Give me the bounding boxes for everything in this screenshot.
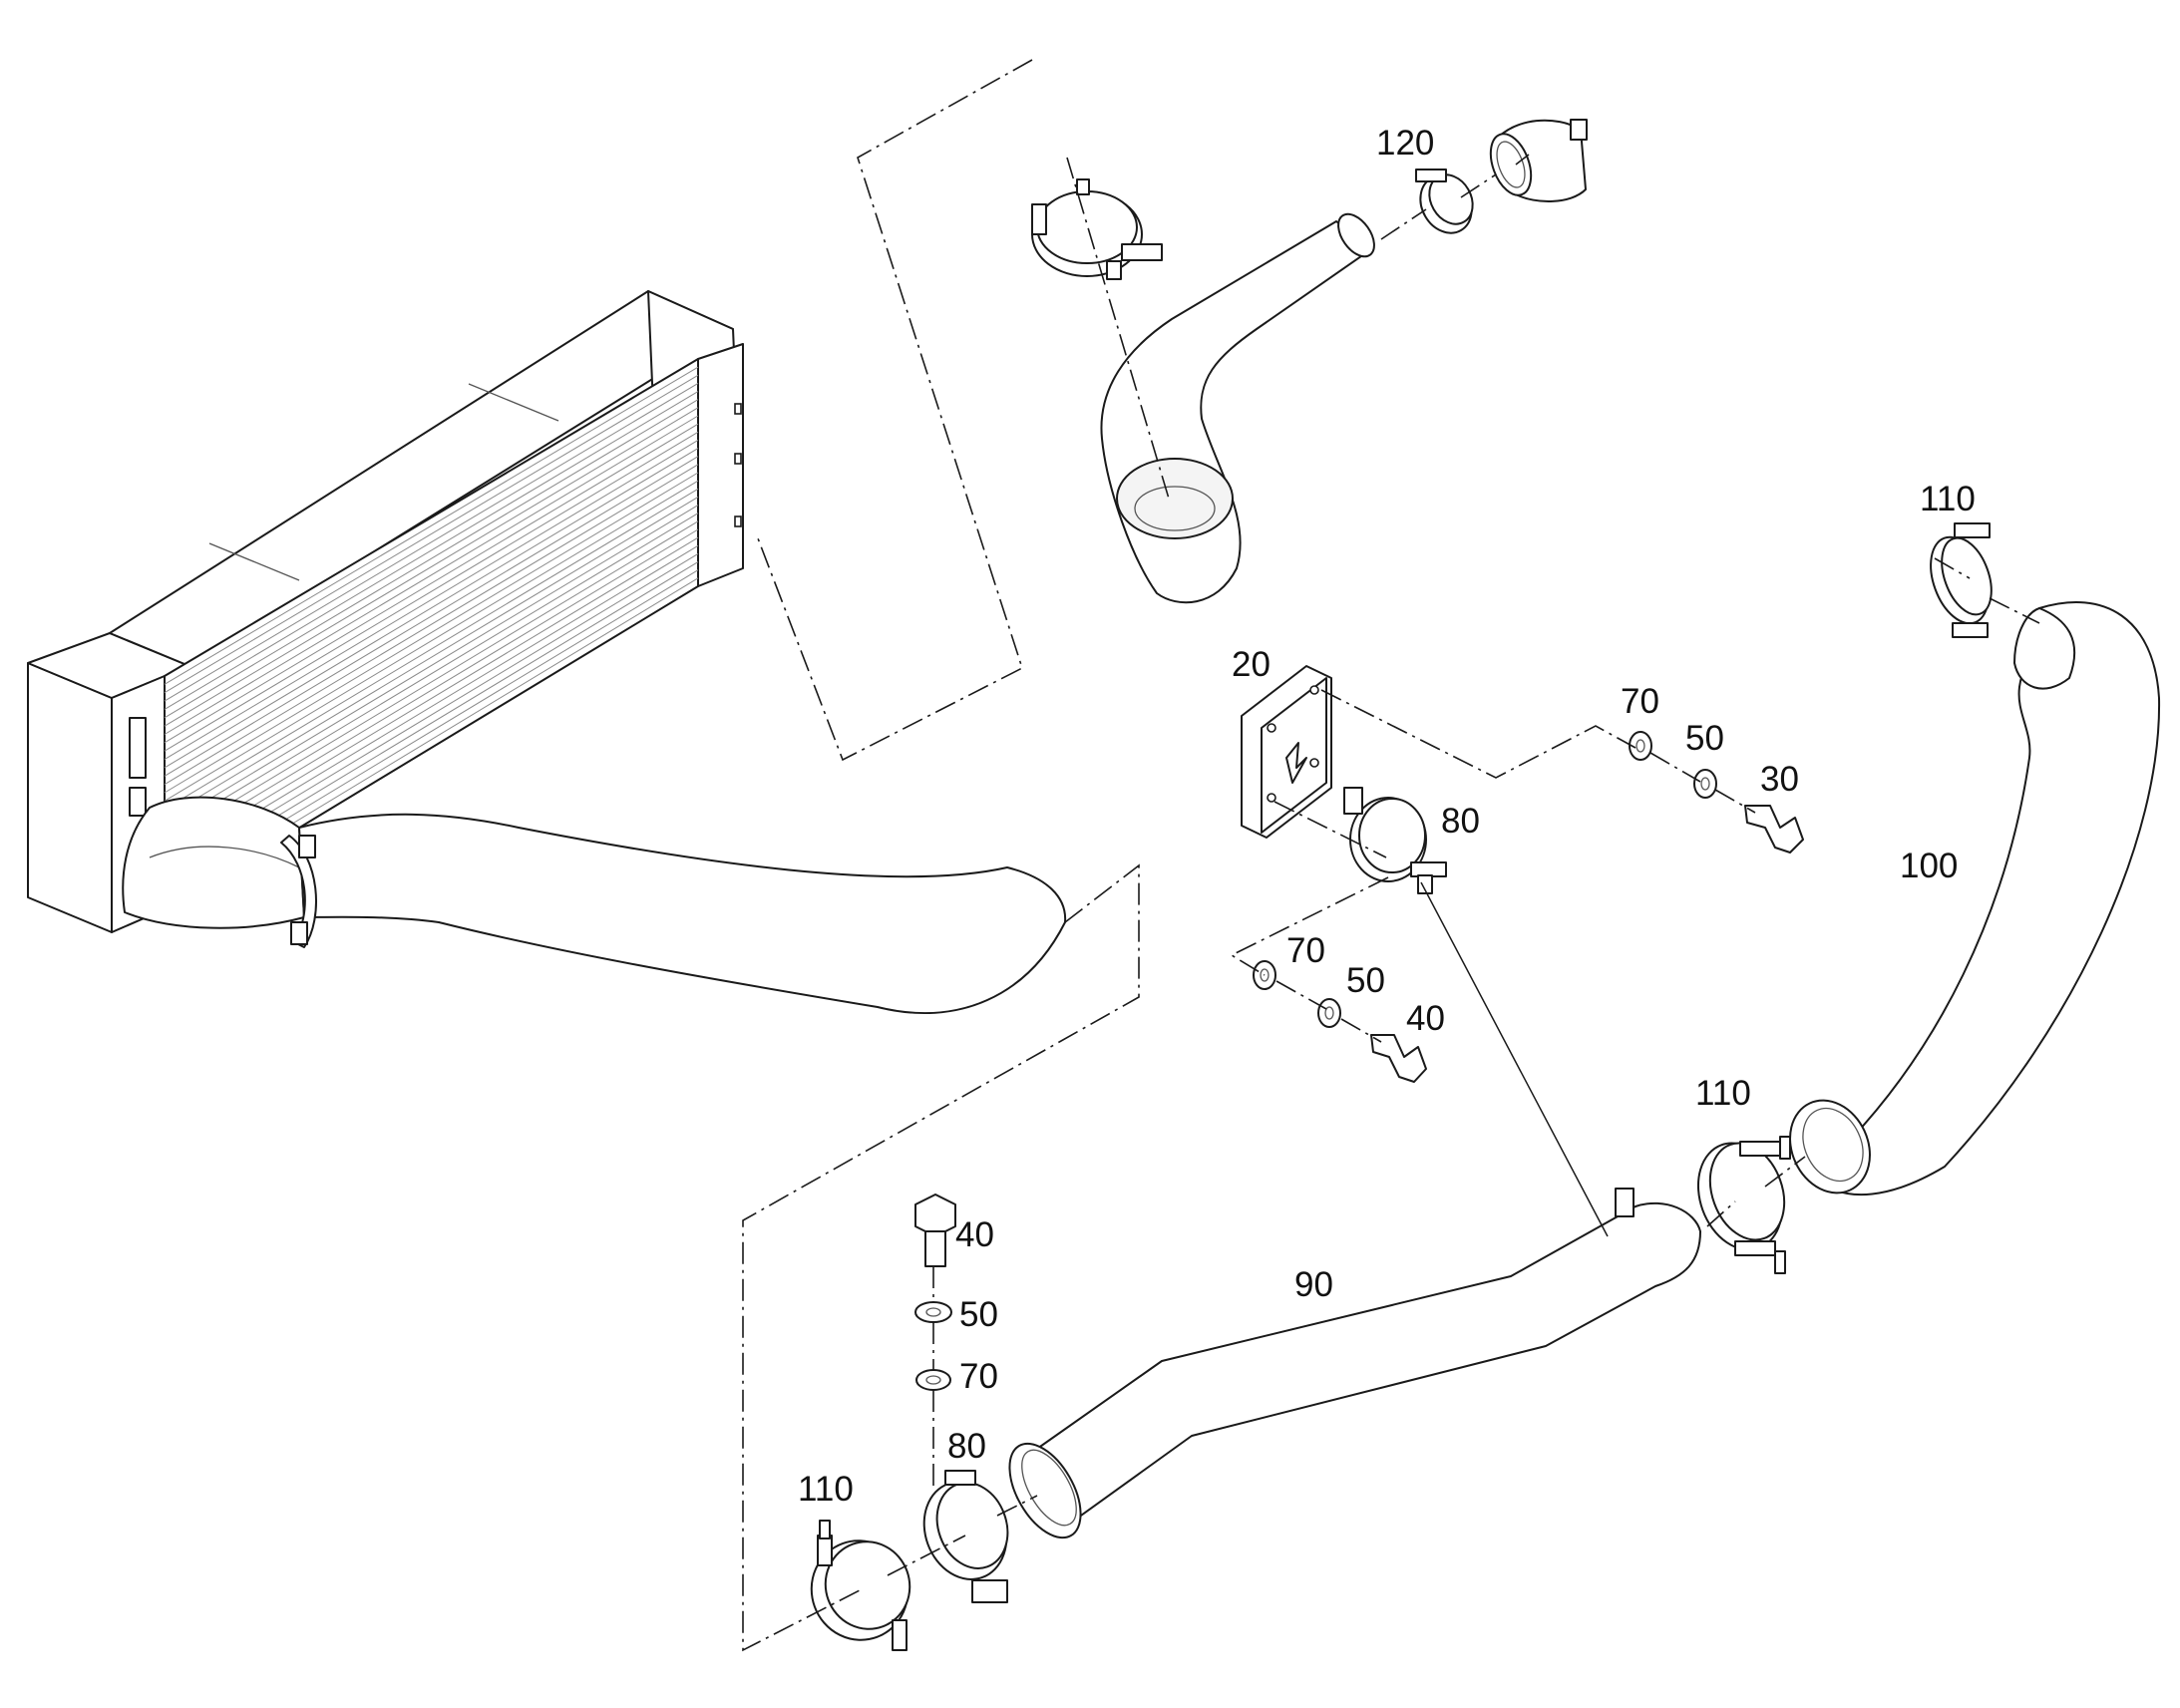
- callout-110-middle: 110: [1695, 1074, 1751, 1113]
- callout-70-top: 70: [1621, 682, 1659, 721]
- hose-clamp-110-middle: [1696, 1136, 1791, 1274]
- callout-labels: 120 110 20 70 50 30 80 100 70 50 40 110 …: [798, 124, 1976, 1509]
- callout-110-top: 110: [1920, 480, 1976, 518]
- callout-50-top: 50: [1685, 719, 1724, 758]
- upper-hose-assembly: [1031, 119, 1588, 604]
- leader-line-80-90: [1420, 881, 1609, 1237]
- callout-50-middle: 50: [1346, 961, 1385, 1000]
- callout-80-bottom: 80: [947, 1427, 986, 1466]
- fastener-set-top: [1629, 731, 1804, 854]
- hose-clamp-110-bottom: [810, 1520, 911, 1651]
- callout-70-bottom: 70: [959, 1357, 998, 1396]
- hose-clamp-110-top: [1930, 522, 1993, 638]
- intercooler-fins: [164, 366, 699, 902]
- connector-elbow-120: [1489, 119, 1588, 202]
- callout-40-right: 40: [1406, 999, 1445, 1038]
- callout-120: 120: [1376, 124, 1434, 163]
- callout-80-right: 80: [1441, 802, 1480, 841]
- hose-100: [1789, 601, 2161, 1196]
- upper-hose-clamp: [1031, 178, 1163, 280]
- callout-50-bottom: 50: [959, 1295, 998, 1334]
- p-clamp-80-right: [1343, 787, 1447, 894]
- callout-40-bottom: 40: [955, 1215, 994, 1254]
- hose-90: [1008, 1188, 1701, 1539]
- fastener-set-bottom: [914, 1194, 956, 1391]
- callout-70-middle: 70: [1286, 931, 1325, 970]
- callout-30: 30: [1760, 760, 1799, 799]
- intercooler-assembly: [27, 290, 1067, 1015]
- assembly-dash-lines: [742, 59, 2040, 1652]
- mounting-bracket-20: [1241, 665, 1332, 839]
- callout-100: 100: [1900, 847, 1958, 885]
- callout-90: 90: [1294, 1265, 1333, 1304]
- callout-20: 20: [1232, 645, 1271, 684]
- callout-110-bottom: 110: [798, 1470, 854, 1509]
- hose-clamp-120: [1415, 169, 1474, 234]
- fastener-set-middle: [1253, 960, 1427, 1083]
- p-clamp-80-bottom: [922, 1470, 1009, 1603]
